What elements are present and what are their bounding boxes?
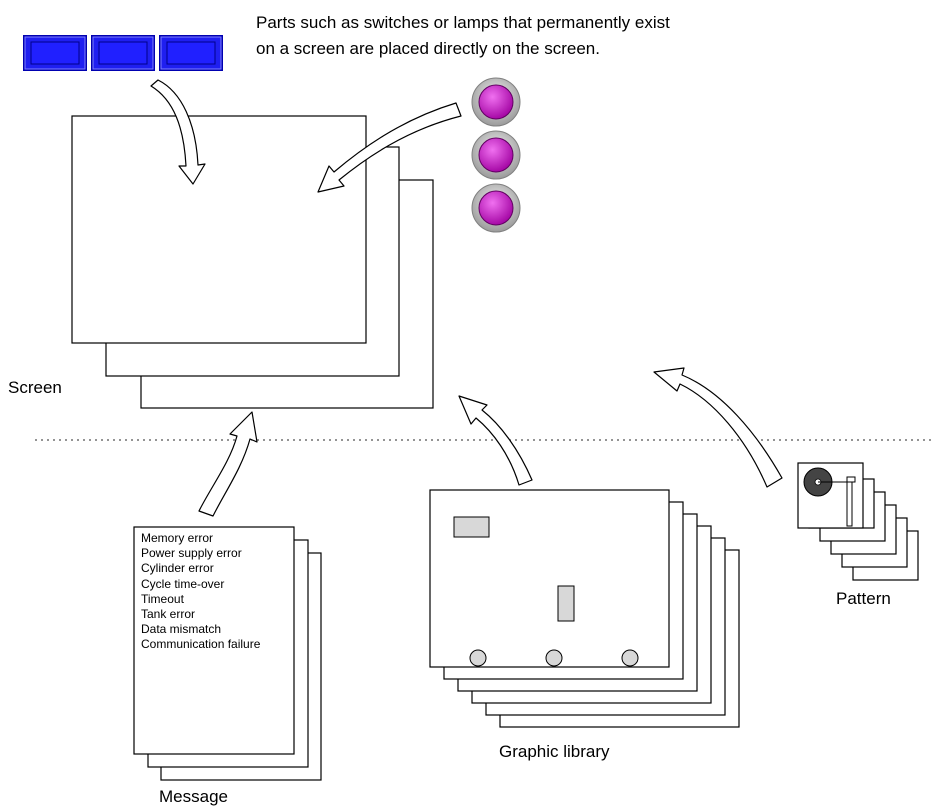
arrow-switches-to-screen bbox=[150, 79, 206, 185]
lamps bbox=[471, 77, 521, 233]
lamp-icon bbox=[471, 77, 521, 127]
lamp-icon bbox=[471, 130, 521, 180]
arrow-lamps-to-screen bbox=[317, 102, 462, 193]
screen-label: Screen bbox=[8, 378, 62, 397]
screen-stack bbox=[71, 115, 434, 409]
switch-icon bbox=[23, 35, 87, 71]
intro-line: Parts such as switches or lamps that per… bbox=[256, 13, 670, 32]
arrow-message-to-screen bbox=[198, 411, 258, 517]
message-item: Data mismatch bbox=[141, 622, 222, 637]
message-item: Timeout bbox=[141, 591, 184, 606]
message-item: Tank error bbox=[141, 607, 196, 622]
message-label: Message bbox=[159, 787, 228, 806]
message-item: Communication failure bbox=[141, 637, 261, 652]
library-lamp-part bbox=[469, 649, 487, 667]
message-item: Memory error bbox=[141, 531, 214, 545]
graphic-library-label: Graphic library bbox=[499, 742, 610, 761]
message-item: Power supply error bbox=[141, 546, 242, 561]
library-lamp-part bbox=[545, 649, 563, 667]
library-slider-part bbox=[557, 585, 575, 622]
pattern-label: Pattern bbox=[836, 589, 891, 608]
switch-icon bbox=[91, 35, 155, 71]
intro-text: Parts such as switches or lamps that per… bbox=[256, 10, 816, 62]
message-stack bbox=[133, 526, 322, 781]
library-lamp-part bbox=[621, 649, 639, 667]
switch-icon bbox=[159, 35, 223, 71]
arrow-pattern-to-screen bbox=[653, 367, 783, 488]
library-parts bbox=[453, 516, 639, 667]
message-list: Memory error Power supply error Cylinder… bbox=[141, 531, 260, 653]
reel-icon bbox=[803, 467, 856, 527]
switch-buttons bbox=[23, 35, 223, 71]
intro-line: on a screen are placed directly on the s… bbox=[256, 39, 600, 58]
message-item: Cylinder error bbox=[141, 561, 214, 576]
message-item: Cycle time-over bbox=[141, 576, 225, 591]
arrow-library-to-screen bbox=[458, 395, 533, 486]
library-switch-part bbox=[453, 516, 490, 538]
lamp-icon bbox=[471, 183, 521, 233]
